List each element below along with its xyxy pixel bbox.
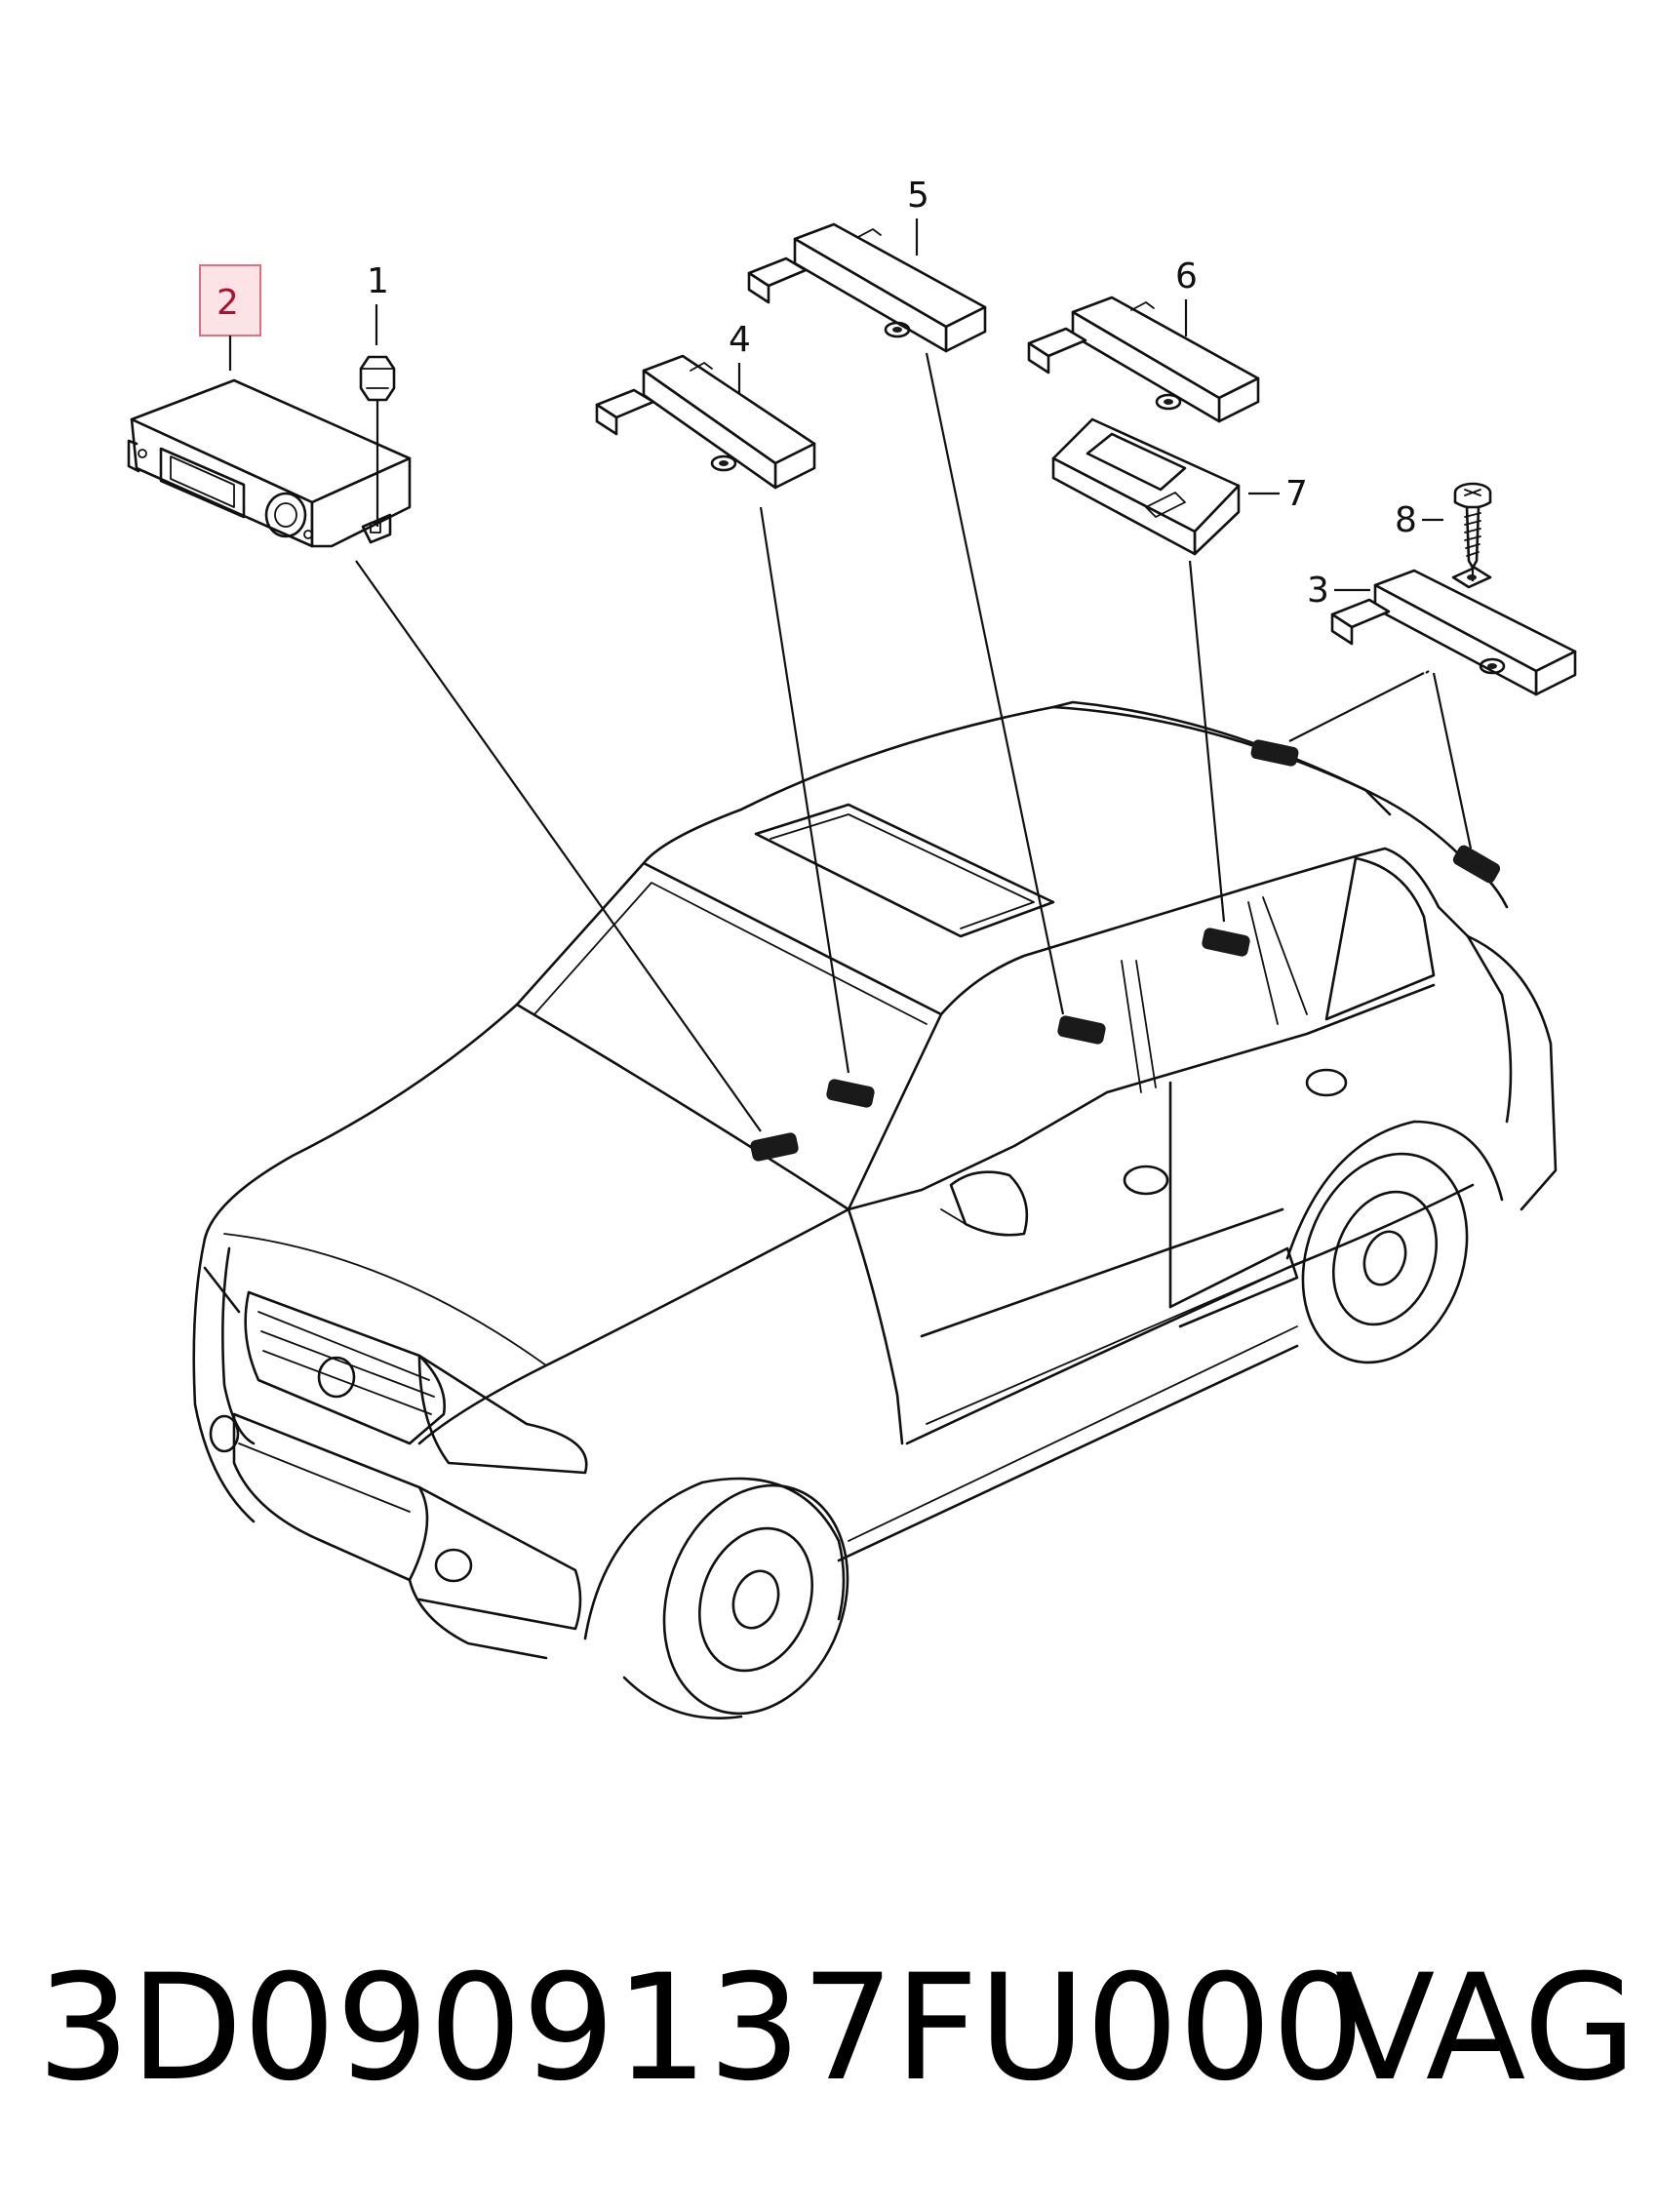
pad-control-unit	[750, 1132, 799, 1162]
vehicle-outline	[192, 700, 1558, 1719]
footer: 3D0909137FU000 VAG	[0, 1946, 1658, 2141]
callout-7[interactable]: 7	[1285, 474, 1308, 514]
callout-1[interactable]: 1	[367, 261, 389, 301]
callout-5[interactable]: 5	[907, 176, 929, 216]
leader-3a	[1288, 672, 1425, 742]
antenna-part-5[interactable]	[747, 222, 987, 353]
callout-6[interactable]: 6	[1175, 257, 1198, 296]
leader-6-hint	[1425, 670, 1430, 674]
callout-2-highlight-box	[199, 264, 261, 336]
antenna-part-7[interactable]	[1051, 417, 1241, 556]
antenna-part-4[interactable]	[595, 354, 816, 490]
pad-antenna-7	[1202, 928, 1250, 957]
pad-antenna-3-roof	[1250, 739, 1299, 767]
parts-diagram: 2 1 4	[127, 176, 1577, 1719]
leader-5	[925, 352, 1065, 1015]
leader-2	[355, 560, 762, 1132]
leader-7	[1188, 560, 1226, 923]
antenna-part-6[interactable]	[1027, 296, 1260, 423]
pad-antenna-4	[826, 1079, 875, 1108]
part-number: 3D0909137FU000	[37, 1944, 1365, 2113]
leader-4	[759, 506, 850, 1074]
leader-3b	[1432, 672, 1473, 849]
pad-antenna-5	[1057, 1015, 1106, 1045]
callout-4[interactable]: 4	[729, 320, 751, 360]
antenna-positions	[750, 739, 1501, 1162]
nut-part[interactable]	[359, 355, 396, 527]
pad-antenna-3-rear	[1452, 845, 1501, 884]
control-unit-part[interactable]	[127, 378, 412, 548]
screw-part[interactable]	[1453, 482, 1492, 581]
callout-3[interactable]: 3	[1307, 571, 1329, 611]
callout-2[interactable]: 2	[199, 264, 261, 336]
callout-2-label: 2	[217, 283, 239, 323]
callout-8[interactable]: 8	[1395, 500, 1417, 540]
antenna-part-3[interactable]	[1330, 566, 1577, 696]
brand-label: VAG	[1334, 1944, 1637, 2113]
